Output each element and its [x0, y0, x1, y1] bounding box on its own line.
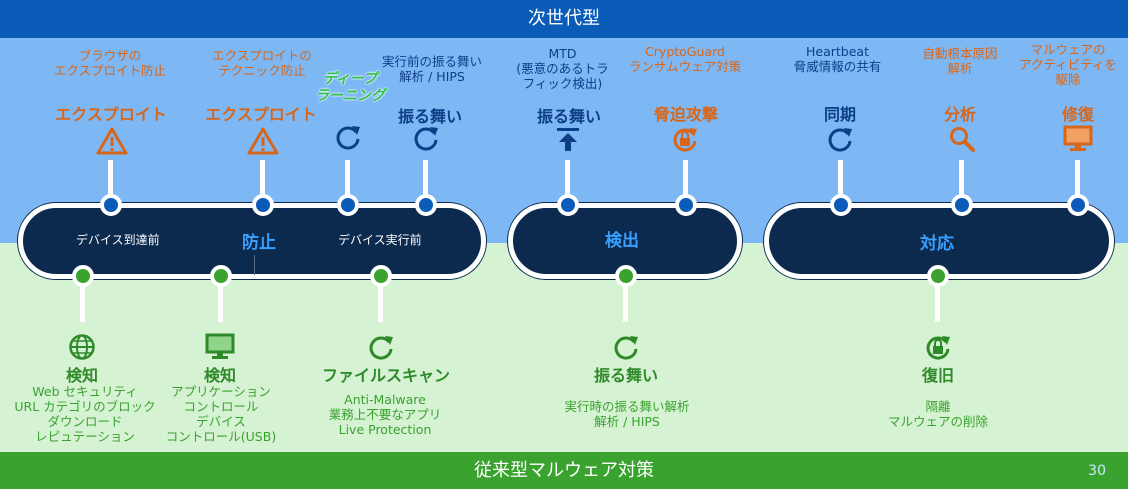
repair-caption: マルウェアの アクティビティを 駆除: [1019, 42, 1117, 87]
stem: [378, 272, 383, 322]
stem: [80, 272, 85, 322]
stem: [935, 272, 940, 322]
pre-device-label: デバイス到達前: [76, 233, 160, 247]
exploit2-caption: エクスプロイトの テクニック防止: [212, 48, 312, 78]
node-dot: [337, 194, 359, 216]
filescan-lines: Anti-Malware 業務上不要なアプリ Live Protection: [328, 392, 442, 437]
stem: [623, 272, 628, 322]
behavior1-heading: 振る舞い: [397, 107, 462, 126]
node-dot: [951, 194, 973, 216]
stem: [108, 160, 113, 208]
exploit2-heading: エクスプロイト: [205, 105, 317, 124]
stem: [959, 160, 964, 208]
stem: [683, 160, 688, 208]
globe-icon: [69, 334, 95, 360]
warning-triangle-icon: [247, 127, 279, 155]
threat-heading: 脅迫攻撃: [653, 105, 718, 124]
stem: [565, 160, 570, 208]
refresh-icon: [828, 128, 852, 152]
stem: [1075, 160, 1080, 208]
detect-title: 検出: [605, 231, 639, 251]
deep-learning-heading: ディープ ラーニング: [315, 71, 385, 104]
detect-app-heading: 検知: [203, 366, 236, 385]
analysis-heading: 分析: [943, 105, 976, 124]
node-dot: [252, 194, 274, 216]
recover-heading: 復旧: [921, 366, 954, 385]
node-dot: [675, 194, 697, 216]
recover-lines: 隔離 マルウェアの削除: [887, 399, 988, 429]
node-dot: [370, 265, 392, 287]
exploit1-heading: エクスプロイト: [55, 105, 167, 124]
detect-web-heading: 検知: [65, 366, 98, 385]
repair-heading: 修復: [1061, 105, 1094, 124]
node-dot: [210, 265, 232, 287]
stem: [423, 160, 428, 208]
detect-app-lines: アプリケーション コントロール デバイス コントロール(USB): [165, 384, 277, 444]
detect-web-lines: Web セキュリティ URL カテゴリのブロック ダウンロード レピュテーション: [14, 384, 156, 444]
sync-heading: 同期: [823, 105, 856, 124]
refresh-icon: [336, 126, 360, 150]
threat-caption: CryptoGuard ランサムウェア対策: [628, 44, 742, 74]
lock-refresh-icon: [673, 128, 697, 152]
node-dot: [615, 265, 637, 287]
monitor-icon: [1063, 125, 1093, 151]
stem: [218, 272, 223, 322]
node-dot: [927, 265, 949, 287]
page-number: 30: [1088, 463, 1106, 479]
node-dot: [830, 194, 852, 216]
stem: [345, 160, 350, 208]
node-dot: [557, 194, 579, 216]
warning-triangle-icon: [96, 127, 128, 155]
behavior3-heading: 振る舞い: [593, 366, 658, 385]
refresh-icon: [369, 336, 393, 360]
node-dot: [1067, 194, 1089, 216]
refresh-icon: [614, 336, 638, 360]
behavior2-heading: 振る舞い: [536, 107, 601, 126]
refresh-icon: [414, 127, 438, 151]
node-dot: [415, 194, 437, 216]
monitor-icon: [205, 333, 235, 359]
search-icon: [950, 127, 975, 152]
stem: [838, 160, 843, 208]
node-dot: [100, 194, 122, 216]
next-gen-header: 次世代型: [0, 0, 1128, 38]
filescan-heading: ファイルスキャン: [321, 366, 450, 385]
respond-title: 対応: [920, 234, 954, 254]
exploit1-caption: ブラウザの エクスプロイト防止: [53, 48, 167, 78]
behavior1-caption: 実行前の振る舞い 解析 / HIPS: [381, 54, 482, 84]
upload-arrow-icon: [557, 128, 579, 151]
traditional-footer: 従来型マルウェア対策: [0, 452, 1128, 489]
sync-caption: Heartbeat 脅威情報の共有: [793, 44, 882, 74]
behavior2-caption: MTD (悪意のあるトラ フィック検出): [516, 46, 609, 91]
analysis-caption: 自動根本原因 解析: [922, 46, 998, 76]
node-dot: [72, 265, 94, 287]
prevent-title: 防止: [242, 233, 276, 253]
pre-execution-label: デバイス実行前: [338, 233, 422, 247]
behavior3-lines: 実行時の振る舞い解析 解析 / HIPS: [564, 399, 690, 429]
lock-refresh-icon: [926, 336, 950, 360]
pill-divider: [254, 255, 255, 275]
stem: [260, 160, 265, 208]
